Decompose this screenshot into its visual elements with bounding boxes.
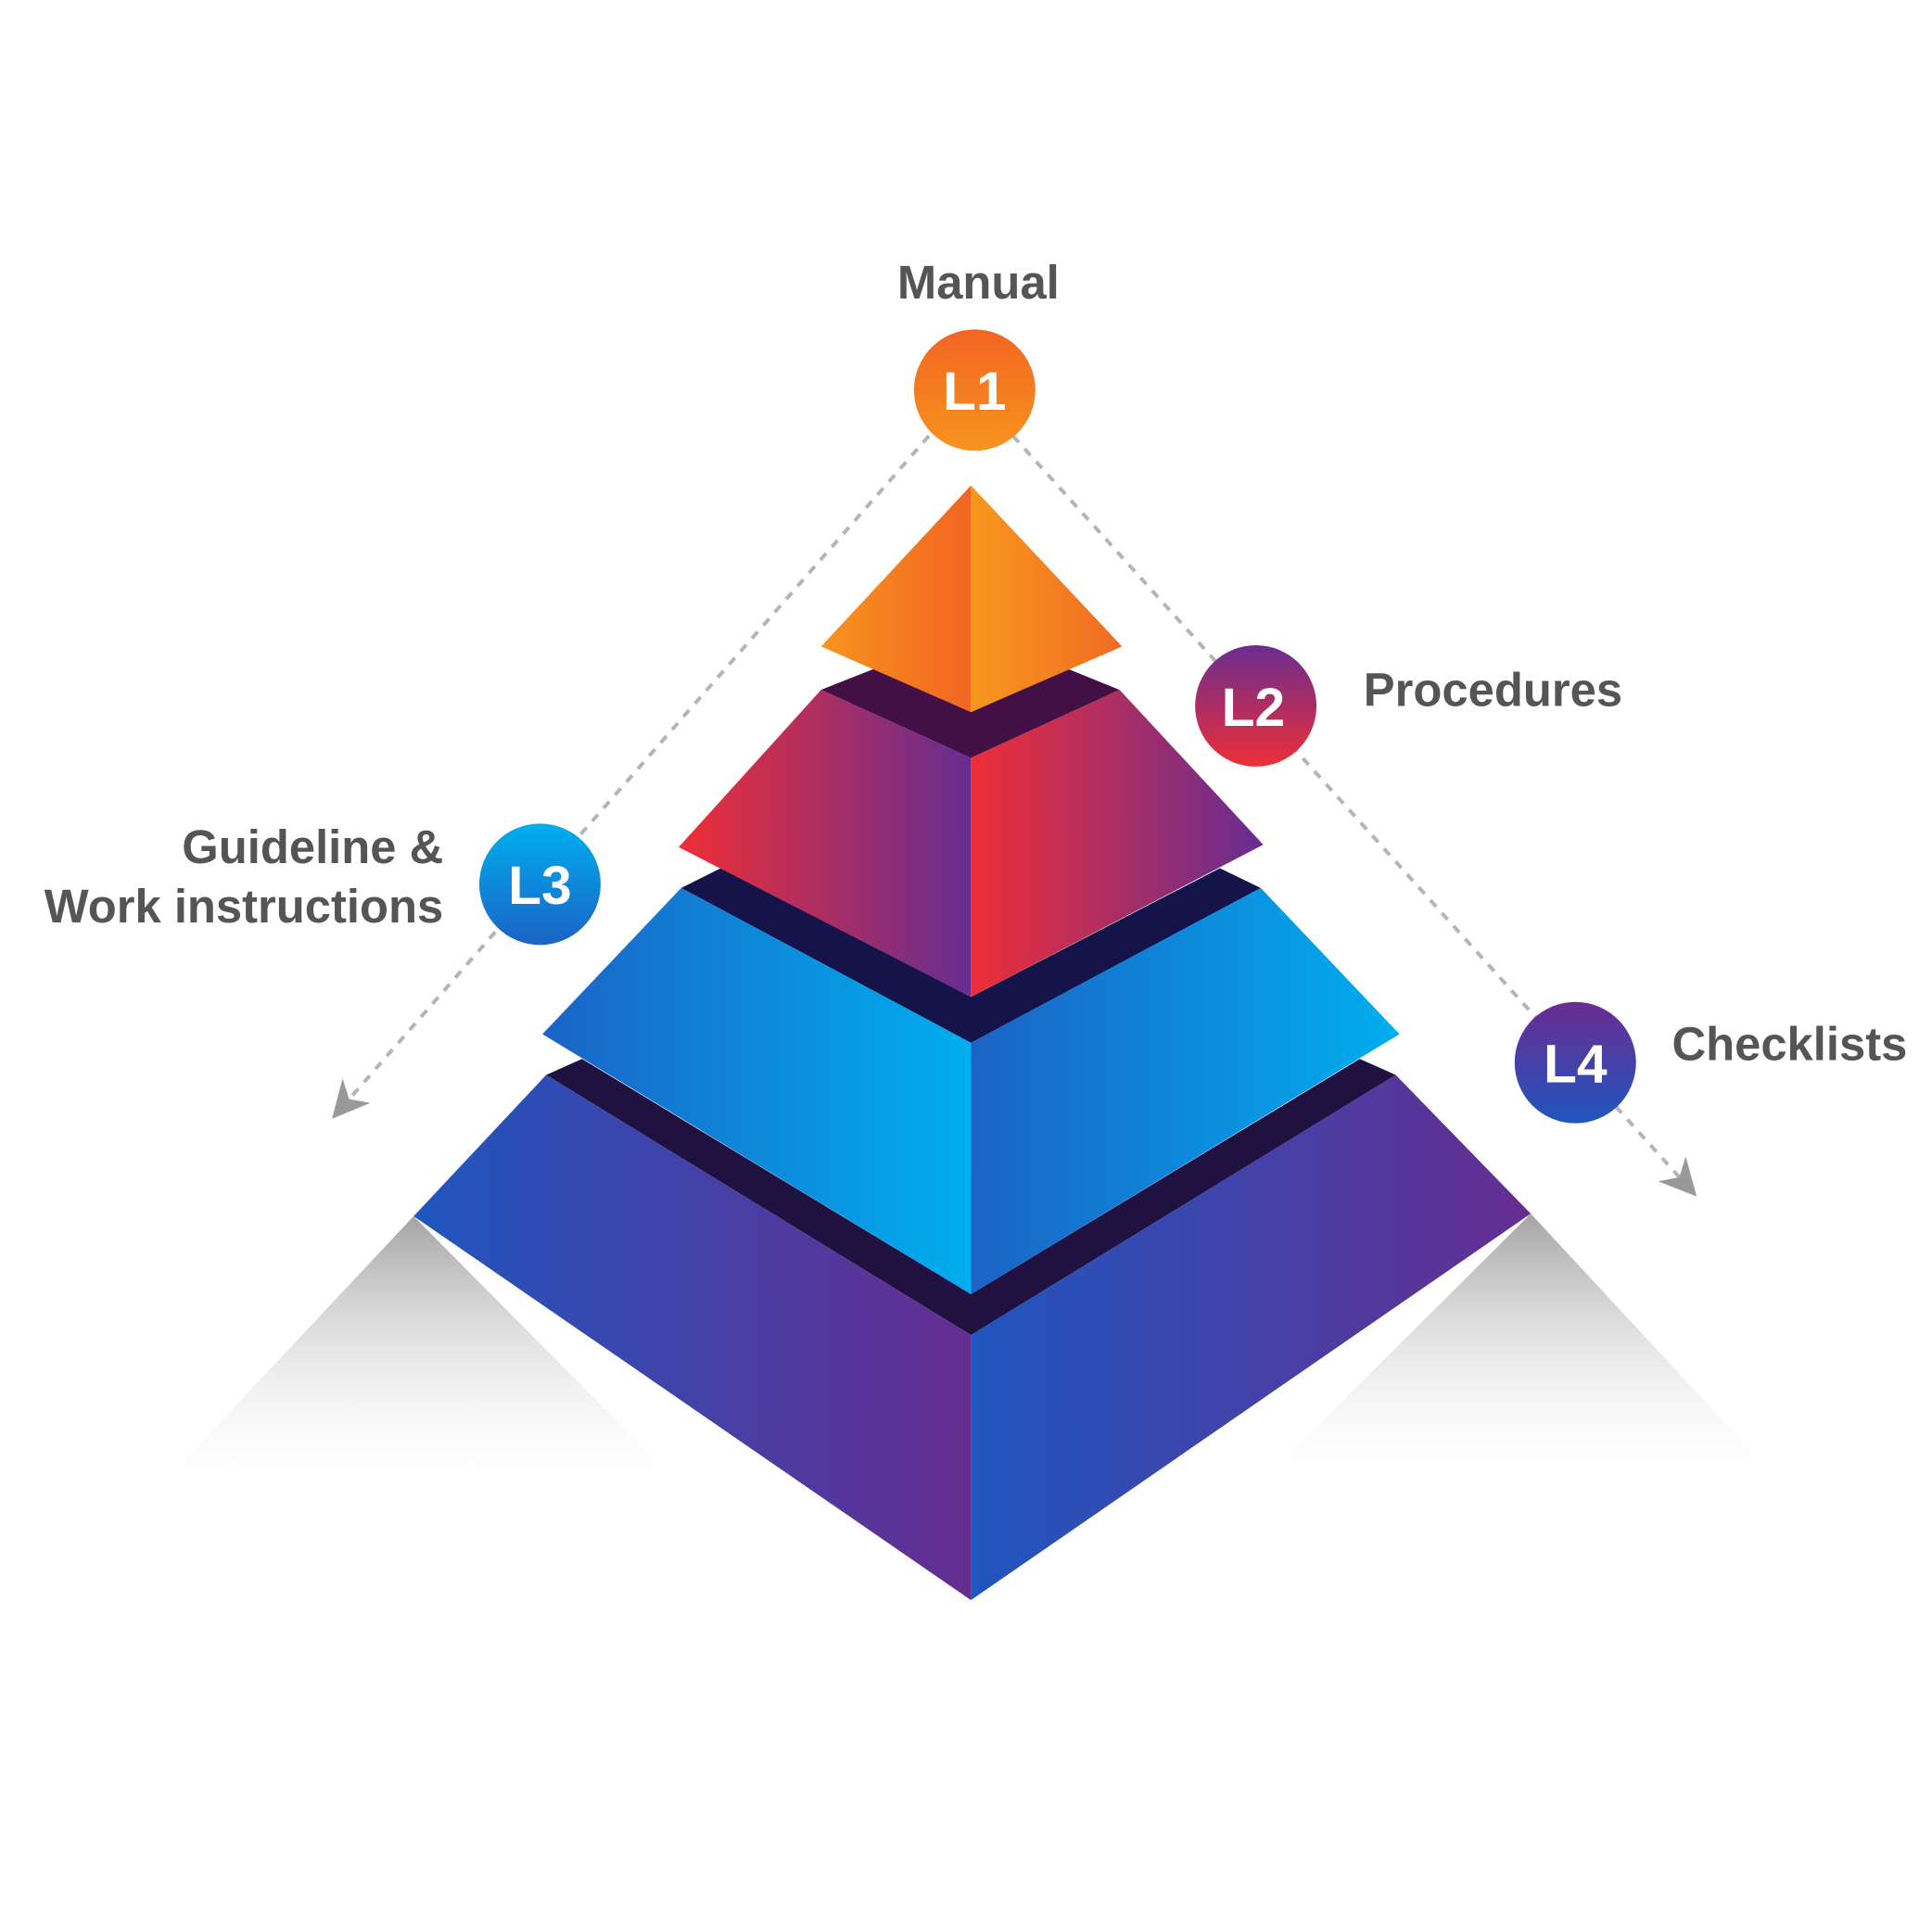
tier-4-left-face bbox=[413, 1074, 972, 1600]
tier-3-top-band bbox=[680, 868, 1261, 1043]
badge-l3-text: L3 bbox=[508, 856, 572, 916]
tier-4-right-face bbox=[971, 1074, 1532, 1600]
tier-2-left-face bbox=[679, 690, 972, 998]
tier-3-left-face bbox=[542, 887, 972, 1295]
tier-2-top-band bbox=[820, 668, 1120, 758]
label-work-instructions: Work instructions bbox=[44, 880, 443, 933]
label-guideline: Guideline & bbox=[182, 820, 443, 873]
tier-3-right-face bbox=[971, 887, 1400, 1295]
label-checklists: Checklists bbox=[1671, 1018, 1907, 1071]
badge-l2-text: L2 bbox=[1222, 678, 1286, 738]
badge-l4: L4 bbox=[1514, 1001, 1636, 1124]
badge-l1: L1 bbox=[913, 329, 1036, 451]
label-manual: Manual bbox=[897, 256, 1060, 309]
tier-1-left-face bbox=[820, 485, 972, 713]
badge-l3: L3 bbox=[478, 823, 601, 946]
tier-2-right-face bbox=[971, 690, 1264, 998]
label-procedures: Procedures bbox=[1364, 663, 1622, 716]
shadow-left bbox=[148, 1215, 694, 1499]
badge-l4-text: L4 bbox=[1544, 1035, 1608, 1095]
tier-1-right-face bbox=[971, 485, 1123, 713]
shadow-right bbox=[1251, 1214, 1790, 1493]
badge-l1-text: L1 bbox=[943, 362, 1007, 422]
badge-l2: L2 bbox=[1195, 645, 1317, 767]
